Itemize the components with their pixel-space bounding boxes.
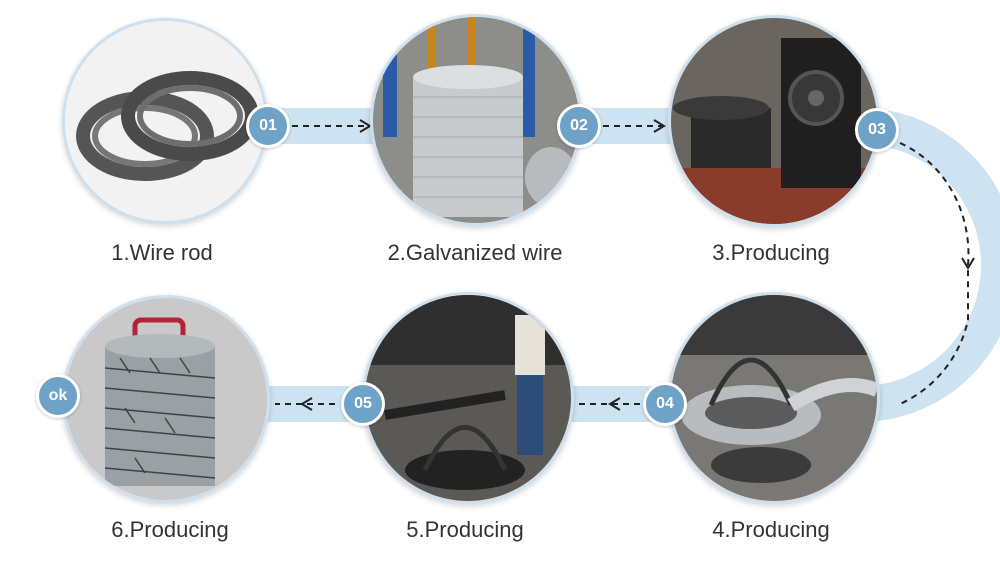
arrowhead-03-04 [961, 257, 975, 270]
track-arc [859, 108, 1000, 422]
step-3-badge: 03 [855, 108, 899, 152]
step-1-badge: 01 [246, 104, 290, 148]
step-2-label: 2.Galvanized wire [387, 240, 563, 265]
step-4-badge: 04 [643, 382, 687, 426]
step-4-photo [668, 292, 880, 504]
arrowhead-02-03 [653, 119, 666, 133]
step-5-badge: 05 [341, 382, 385, 426]
arrow-03-04 [899, 142, 970, 405]
arrowhead-05-ok [300, 397, 313, 411]
step-1-photo [62, 18, 268, 224]
step-5-label: 5.Producing [406, 517, 524, 542]
step-2-badge: 02 [557, 104, 601, 148]
step-6-badge: ok [36, 374, 80, 418]
step-1-label: 1.Wire rod [111, 240, 213, 265]
step-5-photo [362, 292, 574, 504]
step-6-label: 6.Producing [111, 517, 229, 542]
step-3-photo [668, 15, 880, 227]
step-2-photo [370, 14, 582, 226]
arrowhead-04-05 [608, 397, 621, 411]
step-6-photo [62, 295, 270, 503]
step-3-label: 3.Producing [712, 240, 830, 265]
step-4-label: 4.Producing [712, 517, 830, 542]
